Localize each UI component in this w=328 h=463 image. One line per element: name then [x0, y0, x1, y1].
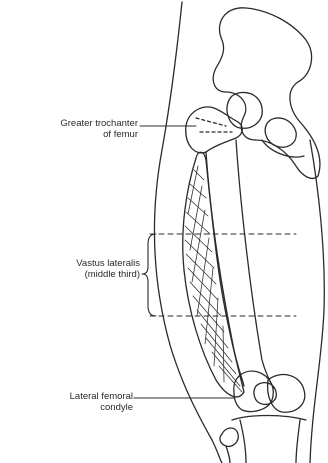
label-lateral-condyle-line1: Lateral femoral [70, 391, 133, 402]
muscle-fiber-hatching [185, 166, 242, 392]
femur-shaft-lateral [206, 152, 244, 386]
trochanter-dashes [196, 118, 232, 132]
label-lateral-condyle: Lateral femoral condyle [70, 391, 133, 413]
fibula-head [220, 428, 238, 446]
tibia-plateau [232, 416, 306, 421]
thigh-outline-medial [310, 140, 324, 463]
label-vastus-lateralis: Vastus lateralis (middle third) [76, 258, 140, 280]
vastus-lateralis-muscle [183, 152, 244, 397]
label-greater-trochanter-line2: of femur [60, 129, 138, 140]
label-lateral-condyle-line2: condyle [70, 402, 133, 413]
label-greater-trochanter-line1: Greater trochanter [60, 118, 138, 129]
femoral-head [227, 92, 262, 128]
greater-trochanter [186, 107, 242, 153]
label-greater-trochanter: Greater trochanter of femur [60, 118, 138, 140]
label-vastus-lateralis-line1: Vastus lateralis [76, 258, 140, 269]
label-vastus-lateralis-line2: (middle third) [76, 269, 140, 280]
femur-shaft-medial [236, 140, 274, 388]
thigh-outline-lateral [154, 2, 222, 463]
pelvis-bone [213, 8, 320, 179]
obturator-foramen [265, 118, 296, 147]
middle-third-bracket [142, 234, 156, 316]
tibia-shaft [240, 420, 300, 463]
fibula-shaft [226, 446, 230, 463]
